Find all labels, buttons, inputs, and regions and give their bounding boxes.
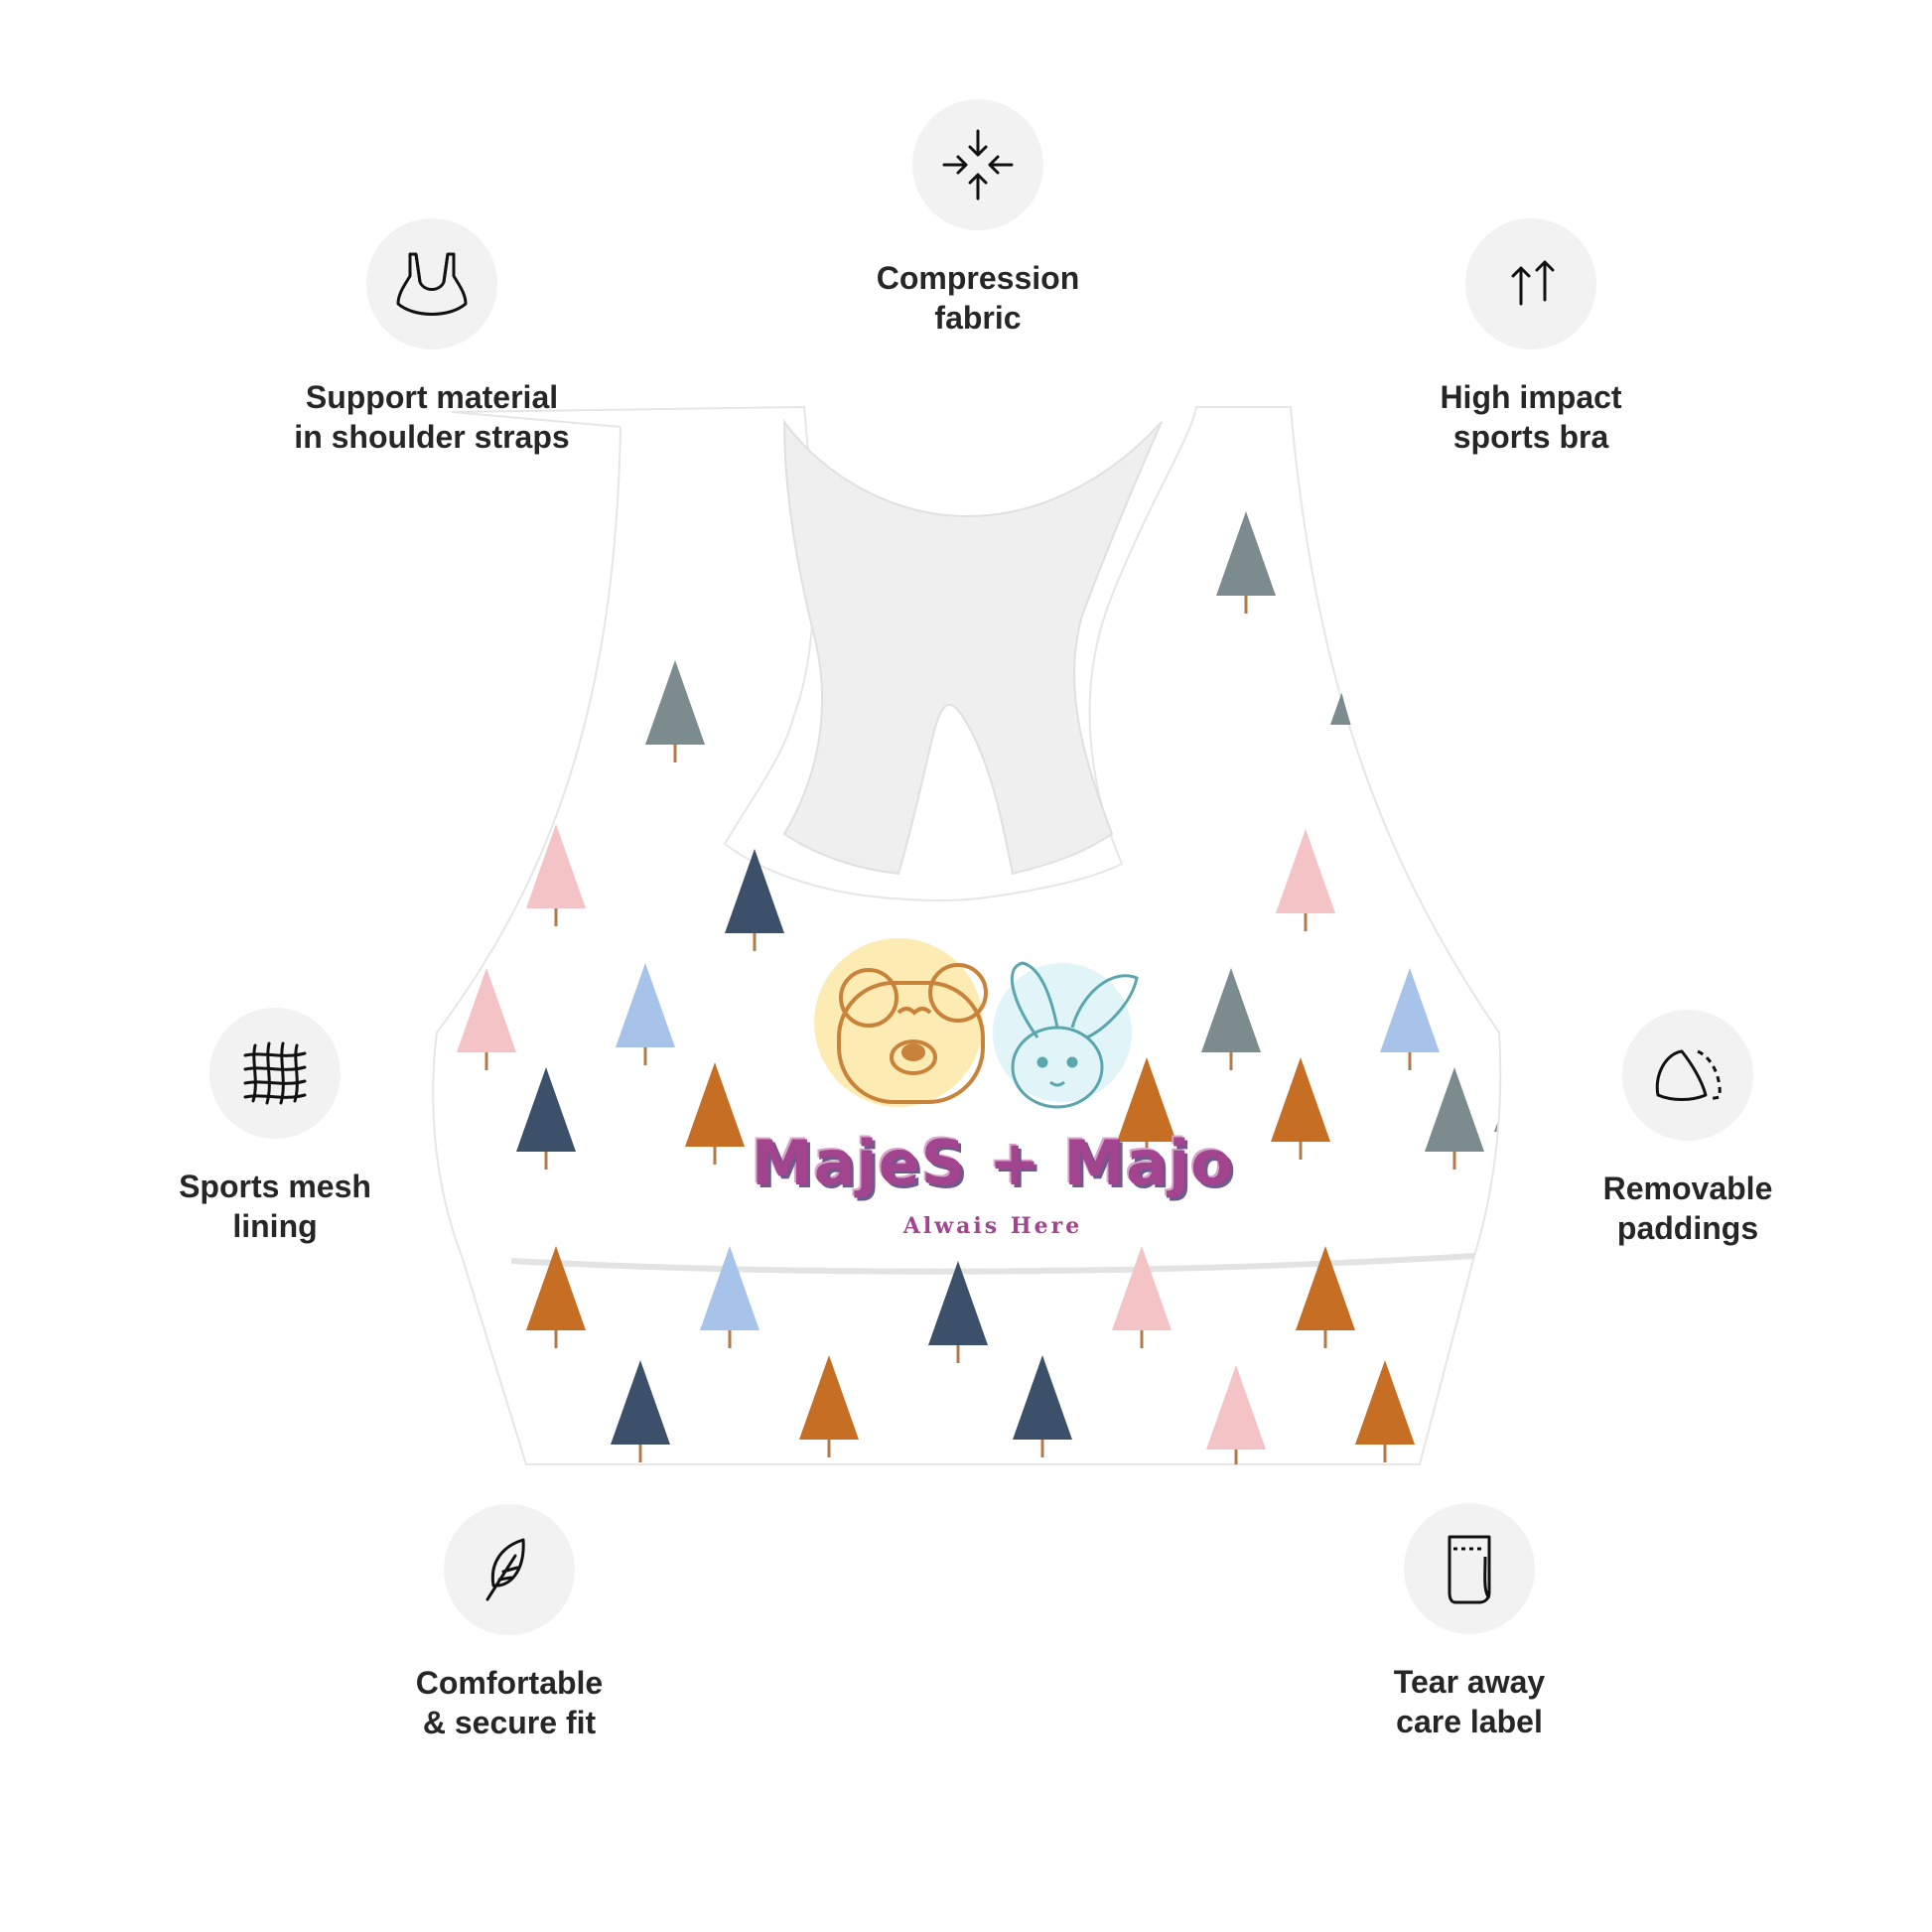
feature-fit: Comfortable& secure fit — [341, 1504, 678, 1742]
tree-icon — [1206, 1365, 1266, 1464]
bra-body — [432, 405, 1502, 1465]
bear-face-icon — [837, 963, 988, 1104]
tree-icon — [645, 660, 705, 762]
tree-icon — [928, 1261, 988, 1363]
tree-icon — [526, 1246, 586, 1348]
shoulder-straps-icon — [366, 218, 497, 349]
tree-icon — [725, 849, 784, 951]
compression-arrows-icon — [912, 99, 1043, 230]
tree-icon — [1117, 1057, 1176, 1160]
tree-icon — [1201, 968, 1261, 1070]
feature-fit-label: Comfortable& secure fit — [415, 1665, 604, 1740]
tree-icon — [700, 1246, 759, 1348]
tree-icon — [1112, 1246, 1172, 1348]
tree-icon — [1276, 829, 1335, 931]
tree-icon — [457, 968, 516, 1070]
tree-icon — [616, 963, 675, 1065]
care-label-icon — [1404, 1503, 1535, 1634]
tree-icon — [611, 1360, 670, 1462]
tree-icon — [1216, 511, 1276, 614]
brand-title: MajeS + Majo — [752, 1127, 1234, 1199]
padding-cup-icon — [1622, 1010, 1753, 1141]
brand-tagline: Alwais Here — [902, 1213, 1083, 1239]
tree-icon — [1296, 1246, 1355, 1348]
tree-icon — [526, 824, 586, 926]
tree-icon — [685, 1062, 745, 1165]
bunny-face-icon — [1010, 961, 1139, 1109]
tree-icon — [516, 1067, 576, 1170]
tree-icon — [799, 1355, 859, 1457]
feather-icon — [444, 1504, 575, 1635]
tree-icon — [1271, 1057, 1330, 1160]
bunny-circle — [993, 963, 1132, 1102]
tree-icon — [1380, 968, 1440, 1070]
bear-circle — [814, 938, 983, 1107]
double-up-arrow-icon — [1465, 218, 1596, 349]
tree-icon — [1013, 1355, 1072, 1457]
tree-icon — [1355, 1360, 1415, 1462]
mesh-net-icon — [209, 1008, 341, 1139]
tree-icon — [1425, 1067, 1484, 1170]
racerback-mesh — [782, 418, 1163, 876]
